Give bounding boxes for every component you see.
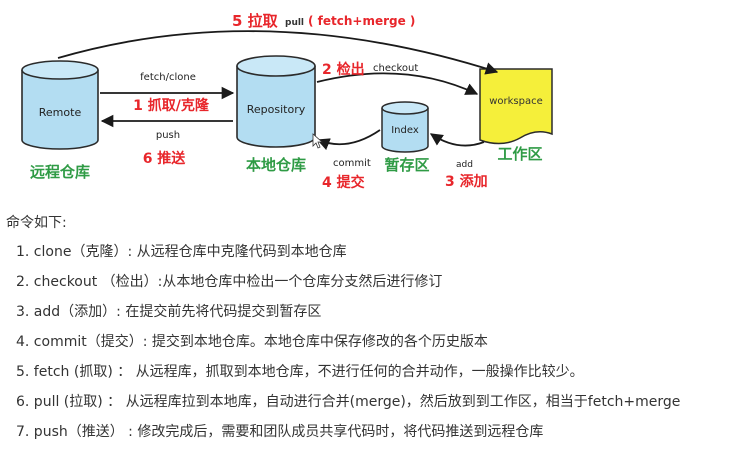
workspace-caption: 工作区 — [497, 145, 542, 163]
remote-caption: 远程仓库 — [30, 163, 90, 181]
fetch-clone-label: 1 抓取/克隆 — [133, 97, 210, 114]
command-item-clone: 1. clone（克隆）: 从远程仓库中克隆代码到本地仓库 — [16, 244, 347, 260]
checkout-cmd-label: checkout — [373, 63, 418, 74]
command-item-pull: 6. pull (拉取) ： 从远程库拉到本地库，自动进行合并(merge)，然… — [16, 394, 681, 410]
command-item-checkout: 2. checkout （检出）:从本地仓库中检出一个仓库分支然后进行修订 — [16, 274, 443, 290]
commit-label: 4 提交 — [322, 174, 365, 191]
commit-arrow — [316, 129, 381, 151]
add-label: 3 添加 — [445, 173, 488, 190]
workspace-label: workspace — [489, 96, 543, 107]
git-workflow-diagram: Remote 远程仓库 Repository 本地仓库 Index 暂存区 wo… — [21, 12, 553, 191]
fetch-clone-cmd-label: fetch/clone — [140, 72, 196, 83]
command-item-commit: 4. commit（提交）: 提交到本地仓库。本地仓库中保存修改的各个历史版本 — [16, 334, 488, 350]
commands-intro: 命令如下: — [6, 215, 67, 231]
workspace-document: workspace — [479, 68, 553, 145]
push-cmd-label: push — [156, 130, 180, 141]
mouse-cursor-icon — [312, 133, 324, 149]
pull-cmd-label: pull — [285, 18, 304, 28]
repository-caption: 本地仓库 — [246, 156, 306, 174]
repository-cylinder: Repository — [236, 55, 316, 148]
commit-cmd-label: commit — [333, 158, 371, 169]
checkout-number-label: 2 检出 — [322, 61, 365, 78]
command-item-fetch: 5. fetch (抓取) ： 从远程库，抓取到本地仓库，不进行任何的合并动作，… — [16, 364, 584, 380]
pull-paren-label: ( fetch+merge ) — [308, 14, 415, 28]
pull-arrow — [57, 30, 499, 75]
checkout-arrow — [316, 72, 479, 95]
remote-label: Remote — [39, 106, 82, 119]
push-label: 6 推送 — [143, 150, 187, 167]
index-caption: 暂存区 — [384, 156, 429, 174]
pull-number-label: 5 拉取 — [232, 12, 279, 30]
index-label: Index — [391, 125, 419, 136]
add-arrow — [429, 133, 485, 147]
command-item-add: 3. add（添加）: 在提交前先将代码提交到暂存区 — [16, 304, 322, 320]
command-item-push: 7. push（推送） : 修改完成后，需要和团队成员共享代码时，将代码推送到远… — [16, 424, 544, 440]
repository-label: Repository — [247, 103, 306, 116]
remote-cylinder: Remote — [21, 60, 99, 150]
add-cmd-label: add — [456, 160, 473, 170]
index-cylinder: Index — [381, 101, 429, 153]
